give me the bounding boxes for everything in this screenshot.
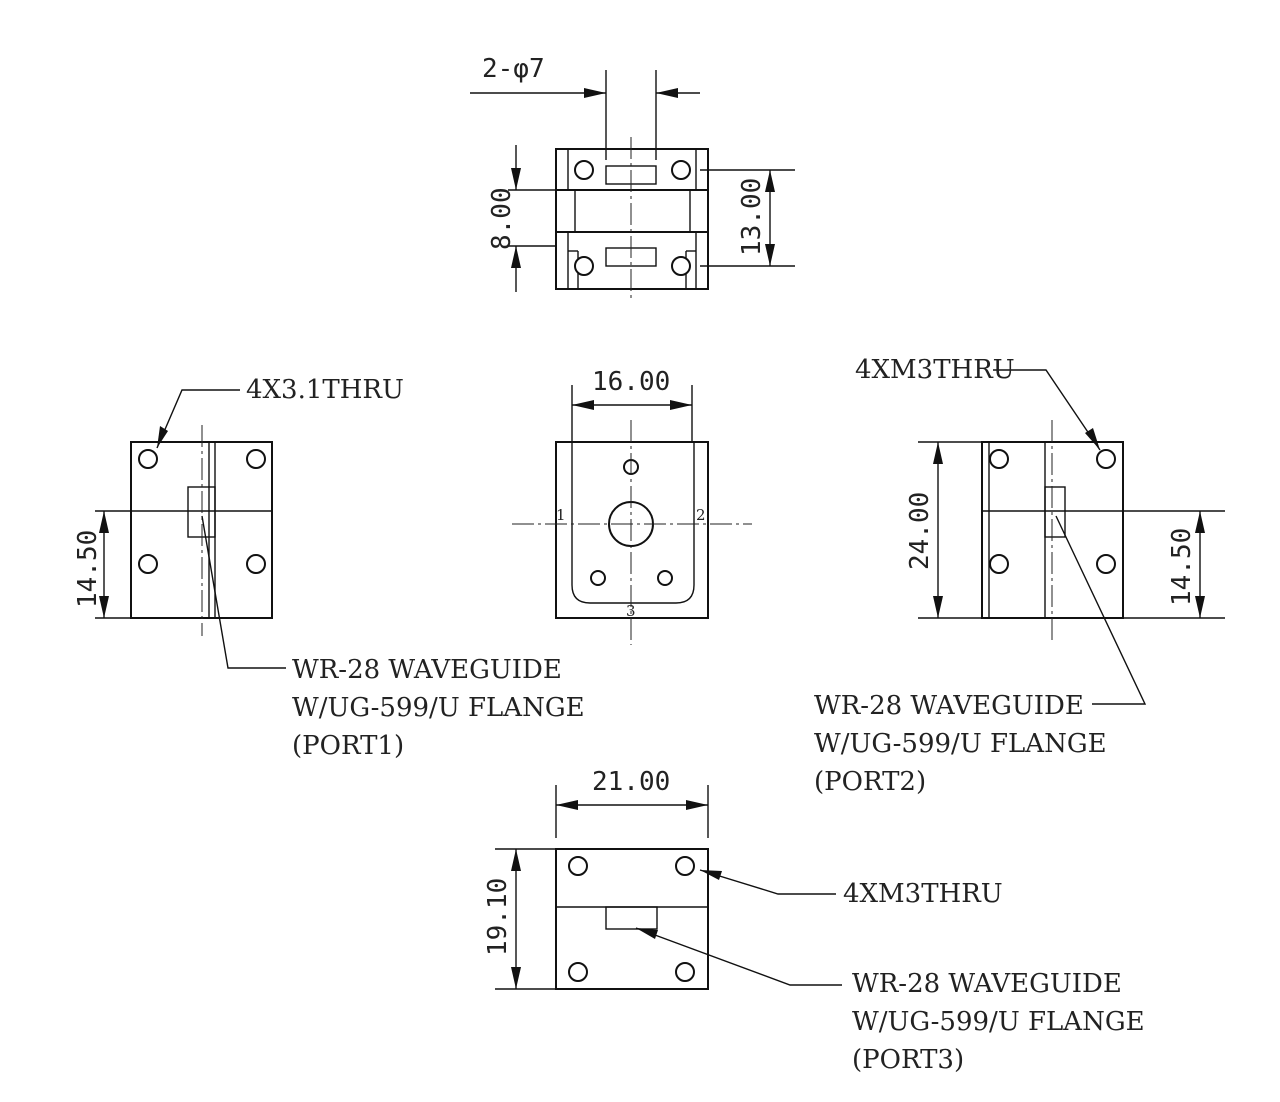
top-view-dimension-13: 13.00 — [737, 178, 767, 256]
bottom-view-hole-note: 4XM3THRU — [843, 879, 1003, 909]
right-view-dimension-24: 24.00 — [905, 492, 935, 570]
hole — [574, 160, 594, 180]
top-view-dimension-8: 8.00 — [487, 187, 517, 250]
hole — [246, 554, 266, 574]
center-view: 1 2 3 16.00 — [512, 367, 752, 645]
hole — [246, 449, 266, 469]
hole — [138, 449, 158, 469]
right-view-waveguide — [1044, 486, 1066, 538]
bottom-view: 21.00 19.10 4XM3THRU WR-28 WAVEGUIDE W/U… — [483, 767, 1145, 1075]
left-view-port-note-line2: W/UG-599/U FLANGE — [292, 693, 585, 723]
right-view-hole-note: 4XM3THRU — [855, 355, 1015, 385]
hole — [671, 160, 691, 180]
port-label-3: 3 — [626, 602, 636, 620]
port-label-2: 2 — [696, 506, 706, 524]
hole — [1096, 449, 1116, 469]
hole — [671, 256, 691, 276]
bottom-view-dimension-21: 21.00 — [592, 767, 670, 797]
port-label-1: 1 — [556, 506, 566, 524]
right-view: 4XM3THRU 24.00 14.50 WR-28 WAVEGUIDE W/U… — [814, 355, 1225, 797]
bottom-view-waveguide — [605, 906, 658, 930]
hole — [675, 962, 695, 982]
bottom-view-port-note-line2: W/UG-599/U FLANGE — [852, 1007, 1145, 1037]
bottom-view-port-note-line3: (PORT3) — [852, 1045, 964, 1075]
right-view-dimension-14-50: 14.50 — [1167, 528, 1197, 606]
hole — [590, 570, 606, 586]
right-view-port-note-line2: W/UG-599/U FLANGE — [814, 729, 1107, 759]
hole — [568, 962, 588, 982]
left-view-hole-note: 4X3.1THRU — [246, 375, 404, 405]
left-view: 4X3.1THRU 14.50 WR-28 WAVEGUIDE W/UG-599… — [73, 375, 585, 761]
top-view-hole-dimension: 2-φ7 — [482, 54, 545, 84]
left-view-dimension-14-50: 14.50 — [73, 530, 103, 608]
bottom-view-dimension-19-10: 19.10 — [483, 878, 513, 956]
center-view-dimension-16: 16.00 — [592, 367, 670, 397]
hole — [989, 449, 1009, 469]
hole — [989, 554, 1009, 574]
hole — [138, 554, 158, 574]
hole — [657, 570, 673, 586]
left-view-port-note-line3: (PORT1) — [292, 731, 404, 761]
hole — [574, 256, 594, 276]
bottom-view-port-note-line1: WR-28 WAVEGUIDE — [852, 969, 1122, 999]
right-view-port-note-line3: (PORT2) — [814, 767, 926, 797]
hole — [1096, 554, 1116, 574]
left-view-port-note-line1: WR-28 WAVEGUIDE — [292, 655, 562, 685]
center-view-cavity — [571, 442, 695, 604]
hole — [568, 856, 588, 876]
top-view-body — [555, 148, 709, 290]
center-view-body — [555, 441, 709, 619]
right-view-port-note-line1: WR-28 WAVEGUIDE — [814, 691, 1084, 721]
bottom-view-body — [555, 848, 709, 990]
top-view: 2-φ7 8.00 13.00 — [470, 54, 795, 300]
hole — [675, 856, 695, 876]
